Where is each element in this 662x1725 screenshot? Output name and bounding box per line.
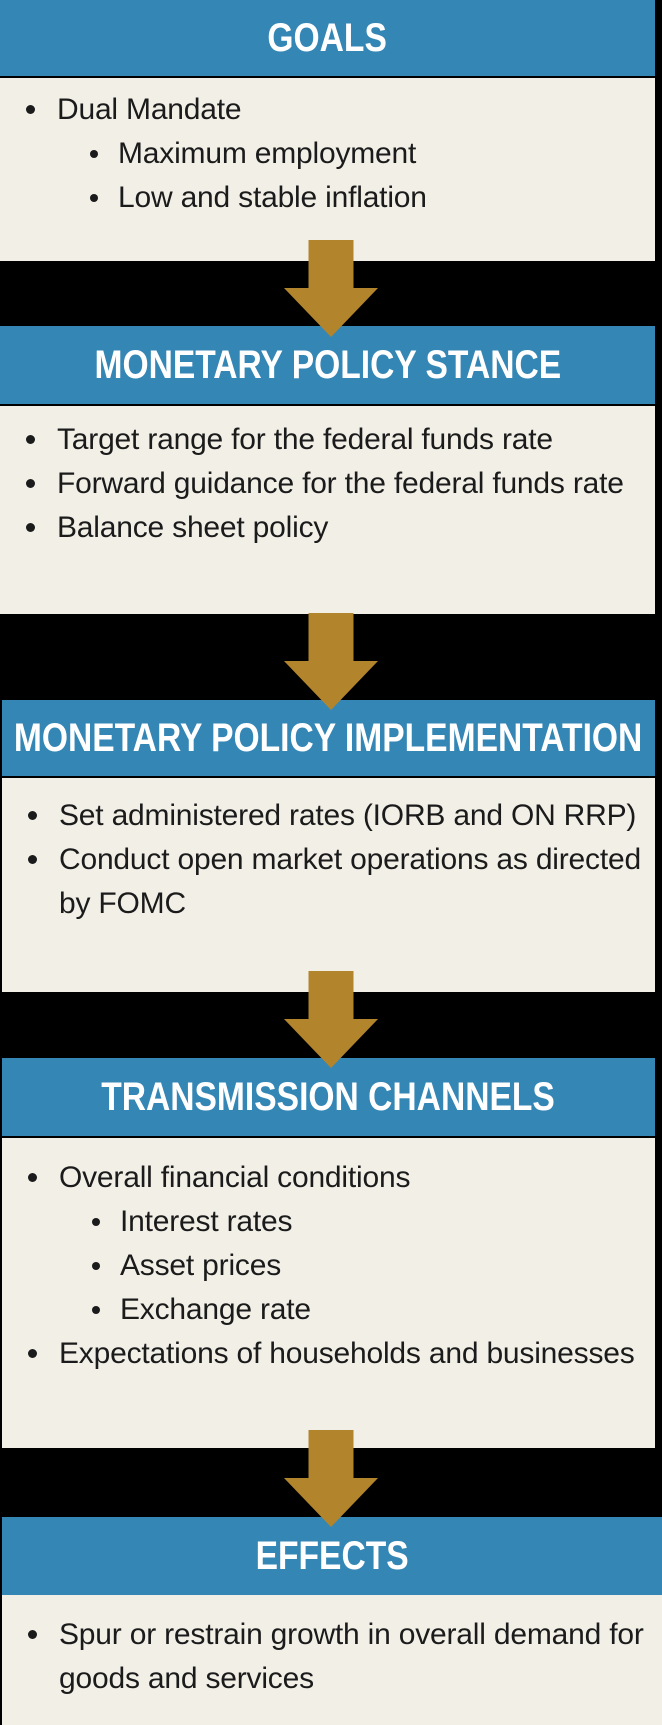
effects-header: EFFECTS — [2, 1517, 662, 1595]
bullet-item: Conduct open market operations as direct… — [2, 838, 643, 926]
bullet-item: Asset prices — [2, 1244, 643, 1288]
bullet-list: Set administered rates (IORB and ON RRP)… — [2, 794, 655, 926]
section-monetary-policy-implementation: MONETARY POLICY IMPLEMENTATION Set admin… — [0, 700, 655, 992]
bullet-item: Maximum employment — [0, 132, 643, 176]
goals-header: GOALS — [0, 0, 655, 76]
bullet-item: Balance sheet policy — [0, 506, 643, 550]
section-monetary-policy-stance: MONETARY POLICY STANCE Target range for … — [0, 326, 655, 614]
section-title: GOALS — [267, 15, 388, 60]
header-body-divider — [2, 1136, 655, 1138]
bullet-item: Overall financial conditions — [2, 1156, 643, 1200]
bullet-item: Expectations of households and businesse… — [2, 1332, 643, 1376]
bullet-item: Exchange rate — [2, 1288, 643, 1332]
transmission-channels-header: TRANSMISSION CHANNELS — [2, 1058, 655, 1136]
monetary-policy-implementation-body: Set administered rates (IORB and ON RRP)… — [2, 778, 655, 992]
section-title: EFFECTS — [255, 1533, 409, 1578]
down-arrow-icon — [284, 971, 378, 1068]
down-arrow-icon — [284, 613, 378, 710]
header-body-divider — [0, 404, 655, 406]
bullet-item: Interest rates — [2, 1200, 643, 1244]
header-body-divider — [2, 776, 655, 778]
monetary-policy-stance-header: MONETARY POLICY STANCE — [0, 326, 655, 404]
bullet-item: Target range for the federal funds rate — [0, 418, 643, 462]
section-effects: EFFECTS Spur or restrain growth in overa… — [0, 1517, 662, 1725]
section-transmission-channels: TRANSMISSION CHANNELS Overall financial … — [0, 1058, 655, 1448]
section-title: MONETARY POLICY IMPLEMENTATION — [14, 715, 643, 760]
down-arrow-icon — [284, 240, 378, 337]
bullet-list: Spur or restrain growth in overall deman… — [2, 1613, 662, 1701]
bullet-item: Forward guidance for the federal funds r… — [0, 462, 643, 506]
down-arrow-icon — [284, 1430, 378, 1527]
effects-body: Spur or restrain growth in overall deman… — [2, 1595, 662, 1725]
bullet-item: Spur or restrain growth in overall deman… — [2, 1613, 650, 1701]
bullet-item: Dual Mandate — [0, 88, 643, 132]
bullet-item: Set administered rates (IORB and ON RRP) — [2, 794, 643, 838]
section-title: MONETARY POLICY STANCE — [94, 342, 561, 387]
bullet-item: Low and stable inflation — [0, 176, 643, 220]
monetary-policy-implementation-header: MONETARY POLICY IMPLEMENTATION — [2, 700, 655, 776]
header-body-divider — [0, 76, 655, 78]
section-title: TRANSMISSION CHANNELS — [101, 1074, 556, 1119]
